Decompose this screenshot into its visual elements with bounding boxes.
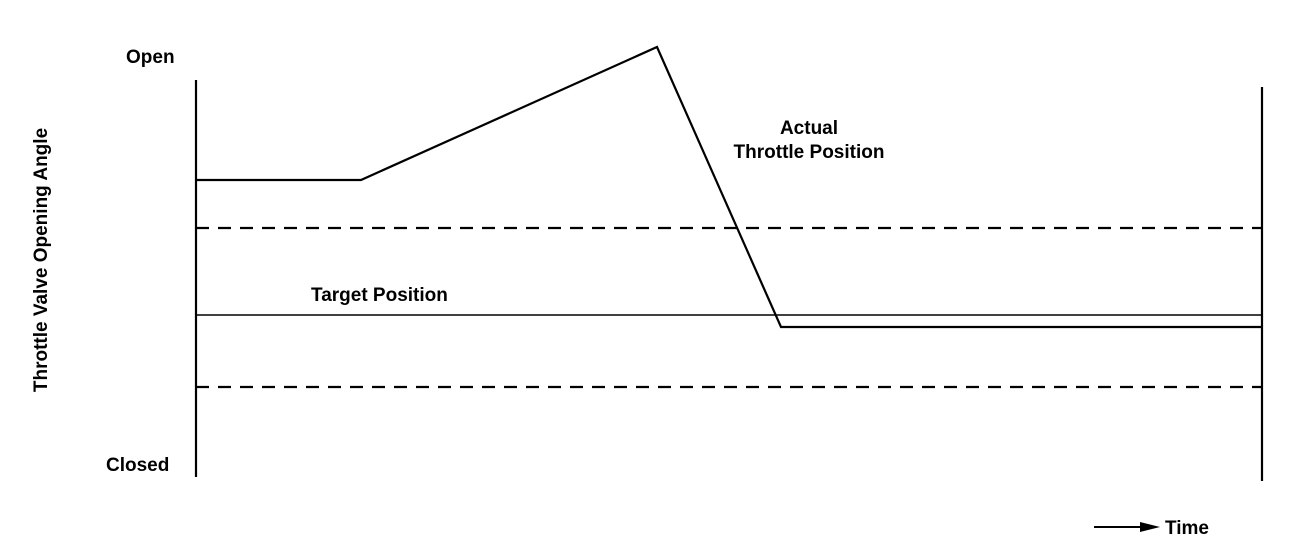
y-axis-title: Throttle Valve Opening Angle <box>31 128 52 392</box>
time-label: Time <box>1165 518 1209 539</box>
actual-position-label-line1: Actual <box>780 118 838 139</box>
target-position-label: Target Position <box>311 285 448 306</box>
time-arrow-icon <box>1140 522 1160 532</box>
actual-throttle-position-line <box>196 45 1262 329</box>
open-label: Open <box>126 47 175 68</box>
actual-position-label-line2: Throttle Position <box>734 142 885 163</box>
closed-label: Closed <box>106 455 169 476</box>
